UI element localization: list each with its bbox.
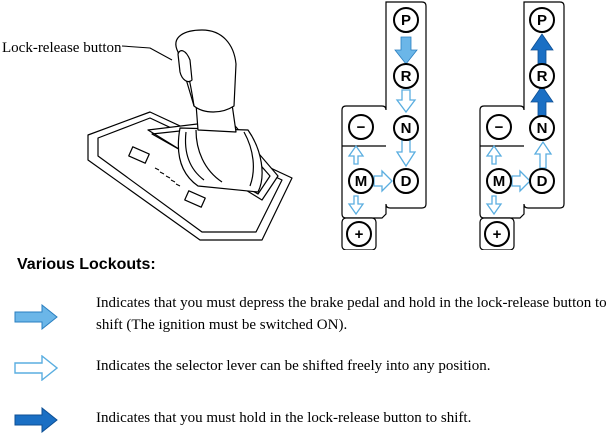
legend-item-text: Indicates the selector lever can be shif… xyxy=(96,358,491,374)
gate-label-plus: + xyxy=(493,226,502,243)
gate-label-p: P xyxy=(401,12,411,29)
shifter-illustration xyxy=(87,29,293,241)
gate-label-p: P xyxy=(537,12,547,29)
gate-circle-d xyxy=(393,168,419,194)
gate-label-plus: + xyxy=(355,226,364,243)
dark-blue-arrow-icon xyxy=(14,407,58,433)
gate-label-minus: − xyxy=(357,119,366,136)
gate-label-r: R xyxy=(401,68,412,85)
legend-item: Indicates that you must hold in the lock… xyxy=(0,407,616,433)
gate-circle-plus xyxy=(346,221,372,247)
outline-arrow-m-up xyxy=(485,144,503,165)
legend-item: Indicates the selector lever can be shif… xyxy=(0,355,616,381)
gate-circle-m xyxy=(486,168,512,194)
gate-label-minus: − xyxy=(495,119,504,136)
gate-circle-d xyxy=(529,168,555,194)
gate-circle-p xyxy=(393,7,419,33)
gate-circle-plus xyxy=(484,221,510,247)
gate-circle-m xyxy=(348,168,374,194)
outline-arrow-m-up xyxy=(347,144,365,165)
legend-title: Various Lockouts: xyxy=(17,256,156,273)
gate-label-n: N xyxy=(537,120,548,137)
legend-item-text: Indicates that you must hold in the lock… xyxy=(96,410,472,426)
gate-diagram-left: P R N D M − + xyxy=(341,1,427,250)
gate-label-m: M xyxy=(355,173,368,190)
gate-circle-n xyxy=(529,115,555,141)
dark-blue-arrow-n-r xyxy=(530,85,554,117)
gate-circle-n xyxy=(393,115,419,141)
legend-item-text: Indicates that you must depress the brak… xyxy=(96,295,607,333)
light-blue-arrow-p-r xyxy=(394,36,418,65)
lock-release-button-label: Lock-release button xyxy=(2,40,122,56)
outline-arrow-m-down xyxy=(347,195,365,216)
gate-circle-r xyxy=(529,63,555,89)
outline-arrow-n-d xyxy=(395,139,417,168)
outline-arrow-m-down xyxy=(485,195,503,216)
gate-circle-minus xyxy=(486,114,512,140)
shift-lever-diagram: P R N D M − + xyxy=(87,1,565,250)
gate-label-m: M xyxy=(493,173,506,190)
gate-label-d: D xyxy=(401,173,412,190)
outline-arrow-m-d xyxy=(511,169,531,193)
gate-circle-p xyxy=(529,7,555,33)
outline-arrow-icon xyxy=(14,355,58,381)
legend-item: Indicates that you must depress the brak… xyxy=(0,292,616,342)
gate-label-n: N xyxy=(401,120,412,137)
gate-circle-minus xyxy=(348,114,374,140)
outline-arrow-r-n xyxy=(395,89,417,114)
gate-label-d: D xyxy=(537,173,548,190)
light-blue-arrow-icon xyxy=(14,304,58,330)
gate-label-r: R xyxy=(537,68,548,85)
dark-blue-arrow-r-p xyxy=(530,33,554,65)
outline-arrow-d-n xyxy=(533,140,553,169)
gate-diagram-right: P R N D M − + xyxy=(479,1,565,250)
outline-arrow-m-d xyxy=(373,169,393,193)
gate-circle-r xyxy=(393,63,419,89)
